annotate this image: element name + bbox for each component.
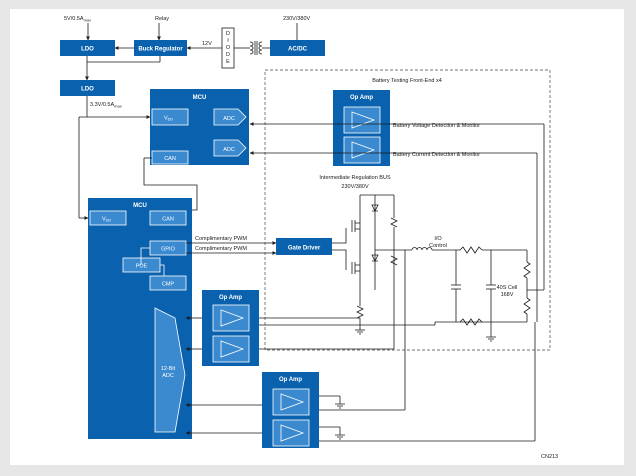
diode-letter-3: O xyxy=(226,45,231,51)
mcu-top-adc-1-label: ADC xyxy=(223,116,235,122)
mcu-top-adc-1 xyxy=(213,108,247,126)
cmp-block xyxy=(149,275,187,291)
mcu-bottom-vdd-label: VDD xyxy=(102,217,111,223)
io-control-line2: Control xyxy=(429,243,447,249)
figure-id-label: CN213 xyxy=(541,454,558,460)
adc-12bit-block xyxy=(154,307,186,433)
opamp-bottom: Op Amp xyxy=(262,372,319,448)
adc-12bit-line2: ADC xyxy=(162,373,174,379)
current-monitor-label: Battery Current Detection & Monitor xyxy=(393,152,480,158)
mcu-top-title: MCU xyxy=(193,95,207,101)
buck-regulator-label: Buck Regulator xyxy=(138,47,183,53)
diode-letter-1: D xyxy=(226,31,230,37)
mcu-bottom-can-label: CAN xyxy=(162,217,174,223)
diode-letter-2: I xyxy=(227,38,229,44)
mcu-bottom: MCU VDD CAN GPIO POE CMP 12-Bit ADC xyxy=(88,198,192,439)
mcu-top-vdd-pin xyxy=(151,108,189,126)
voltage-monitor-label: Battery Voltage Detection & Monitor xyxy=(393,123,480,129)
opamp-frontend-title: Op Amp xyxy=(350,95,373,101)
opamp-middle-title: Op Amp xyxy=(219,295,242,301)
adc-12bit-line1: 12-Bit xyxy=(161,366,176,372)
ldo-top-label: LDO xyxy=(81,47,94,53)
mcu-top-can-label: CAN xyxy=(164,156,176,162)
opamp-bottom-title: Op Amp xyxy=(279,377,302,383)
opamp-frontend: Op Amp xyxy=(333,90,390,166)
pwm-label-1: Complimentary PWM xyxy=(195,236,247,242)
poe-label: POE xyxy=(136,264,148,270)
power-supply-section: 5V/0.5Amax Relay 230V/380V LDO Buck Regu… xyxy=(60,16,325,220)
battery-frontend-boundary xyxy=(264,69,551,351)
bus-label-line1: Intermediate Regulation BUS xyxy=(319,175,391,181)
mains-voltage-label: 230V/380V xyxy=(283,16,311,22)
gate-driver-label: Gate Driver xyxy=(288,246,321,252)
cmp-label: CMP xyxy=(162,282,175,288)
ac-dc-label: AC/DC xyxy=(288,47,308,53)
mcu-top: MCU VDD ADC ADC CAN xyxy=(150,89,249,165)
battery-frontend-title: Battery Testing Front-End x4 xyxy=(372,78,442,84)
inductor-icon xyxy=(411,247,433,251)
bus-label-line2: 230V/380V xyxy=(341,184,369,190)
can-bus-link xyxy=(143,158,198,211)
ldo-block-top xyxy=(60,40,115,56)
diode-letter-4: D xyxy=(226,52,230,58)
cell-label-line2: 168V xyxy=(501,292,514,298)
transformer-icon xyxy=(234,41,270,55)
bus-12v-label: 12V xyxy=(202,41,212,47)
gate-driver-block xyxy=(276,238,332,255)
ldo-block-second xyxy=(60,80,115,96)
mcu-bottom-vdd-pin xyxy=(89,210,127,226)
mcu-bottom-title: MCU xyxy=(133,203,147,209)
cell-label-line1: 40S Cell xyxy=(497,285,518,291)
relay-label: Relay xyxy=(155,16,169,22)
ldo-second-output-label: 3.3V/0.5Amax xyxy=(90,102,122,109)
half-bridge-switches xyxy=(351,194,398,335)
io-control-line1: I/O xyxy=(434,236,442,242)
ldo-top-output-label: 5V/0.5Amax xyxy=(64,16,91,23)
mcu-bottom-can-pin xyxy=(149,210,187,226)
ac-dc-block xyxy=(270,40,325,56)
mcu-top-can-pin xyxy=(151,150,189,165)
mcu-top-adc-2-label: ADC xyxy=(223,147,235,153)
buck-regulator-block xyxy=(134,40,187,56)
gpio-label: GPIO xyxy=(161,247,175,253)
mcu-top-adc-2 xyxy=(213,139,247,157)
mcu-top-vdd-label: VDD xyxy=(164,116,173,122)
pwm-label-2: Complimentary PWM xyxy=(195,246,247,252)
ldo-second-label: LDO xyxy=(81,87,94,93)
opamp-middle: Op Amp xyxy=(202,290,259,366)
diode-letter-5: E xyxy=(226,59,230,65)
